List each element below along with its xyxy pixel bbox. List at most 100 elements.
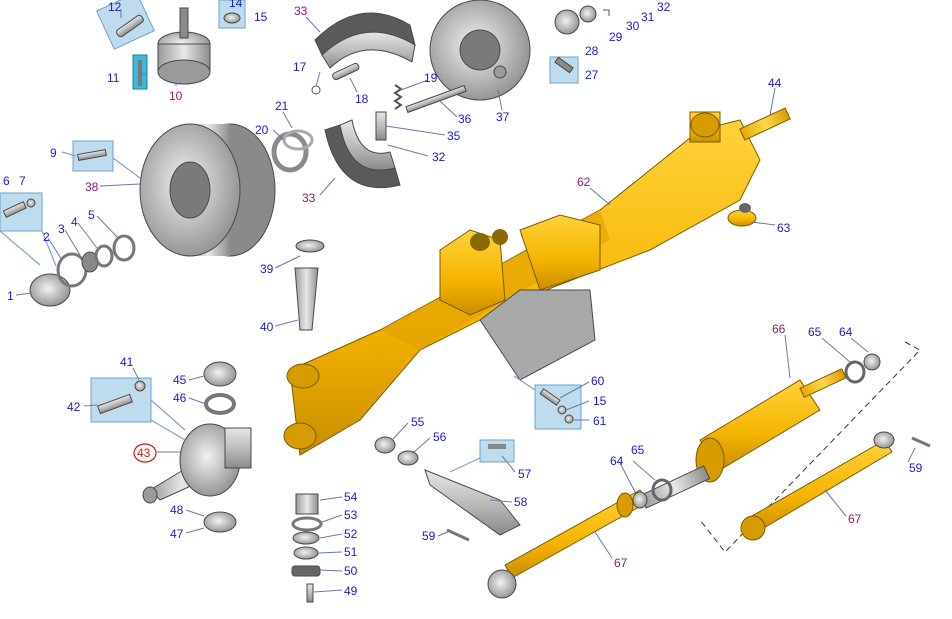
callout-64-upper[interactable]: 64 — [839, 325, 853, 339]
bolt-6-7-highlight-box — [0, 192, 43, 232]
callout-19[interactable]: 19 — [424, 71, 438, 85]
callout-47[interactable]: 47 — [170, 527, 184, 541]
stud-9-icon — [77, 149, 107, 161]
nut-64-lower-icon — [632, 491, 648, 509]
callout-33-lower[interactable]: 33 — [302, 191, 316, 205]
callout-51[interactable]: 51 — [344, 545, 358, 559]
cotter-pin-59-lower-icon — [446, 528, 470, 542]
brake-shoe-33-upper-icon — [314, 12, 416, 69]
callout-21[interactable]: 21 — [275, 99, 289, 113]
callout-15[interactable]: 15 — [254, 10, 268, 24]
callout-43-text[interactable]: 43 — [137, 446, 151, 460]
callout-38[interactable]: 38 — [85, 180, 99, 194]
bearing-47-48-icon — [203, 511, 237, 533]
callout-62[interactable]: 62 — [577, 175, 591, 189]
callout-45[interactable]: 45 — [173, 373, 187, 387]
power-cylinder-66-icon — [695, 368, 847, 483]
ring-65-lower-icon — [651, 478, 673, 502]
callout-66[interactable]: 66 — [772, 322, 786, 336]
callout-41[interactable]: 41 — [120, 355, 134, 369]
callout-15-lower[interactable]: 15 — [593, 394, 607, 408]
callout-42[interactable]: 42 — [67, 400, 81, 414]
callout-49[interactable]: 49 — [344, 584, 358, 598]
callout-59-lower[interactable]: 59 — [422, 529, 436, 543]
callout-27[interactable]: 27 — [585, 68, 599, 82]
callout-67-upper[interactable]: 67 — [848, 512, 862, 526]
callout-20[interactable]: 20 — [255, 123, 269, 137]
brake-chamber-10-icon — [157, 7, 211, 85]
king-pin-40-icon — [294, 267, 319, 331]
fitting-27-icon — [554, 56, 574, 74]
callout-59-upper[interactable]: 59 — [909, 461, 923, 475]
callout-60[interactable]: 60 — [591, 374, 605, 388]
callout-labels: 12 14 15 33 30 31 32 11 10 17 18 19 28 2… — [3, 0, 923, 598]
callout-55[interactable]: 55 — [411, 415, 425, 429]
callout-43[interactable]: 43 — [133, 443, 157, 463]
pin-57-icon — [488, 444, 506, 449]
callout-64-lower[interactable]: 64 — [610, 454, 624, 468]
washer-7-icon — [26, 198, 36, 208]
washer-15-icon — [223, 12, 241, 24]
washer-56-icon — [397, 450, 419, 466]
callout-2[interactable]: 2 — [43, 230, 50, 244]
spring-clip-17-icon — [311, 85, 321, 95]
callout-6[interactable]: 6 — [3, 174, 10, 188]
callout-56[interactable]: 56 — [433, 430, 447, 444]
spring-19-icon — [393, 84, 403, 110]
callout-11[interactable]: 11 — [107, 71, 120, 85]
callout-17[interactable]: 17 — [293, 60, 307, 74]
hub-cap-1-icon — [29, 273, 71, 307]
pin-18-icon — [332, 62, 360, 81]
camshaft-36-icon — [405, 84, 467, 114]
callout-32-upper[interactable]: 32 — [657, 0, 671, 14]
callout-52[interactable]: 52 — [344, 527, 358, 541]
steering-arm-58-icon — [424, 469, 521, 536]
ring-5-icon — [112, 234, 136, 262]
callout-30[interactable]: 30 — [626, 19, 640, 33]
callout-28[interactable]: 28 — [585, 44, 599, 58]
callout-44[interactable]: 44 — [768, 76, 782, 90]
callout-31[interactable]: 31 — [641, 10, 655, 24]
backing-plate-37-icon — [429, 0, 531, 101]
callout-35[interactable]: 35 — [447, 129, 461, 143]
callout-63[interactable]: 63 — [777, 221, 791, 235]
callout-61[interactable]: 61 — [593, 414, 607, 428]
bolt-6-icon — [2, 201, 27, 219]
callout-1[interactable]: 1 — [7, 289, 14, 303]
callout-4[interactable]: 4 — [71, 215, 78, 229]
callout-36[interactable]: 36 — [458, 112, 472, 126]
washer-15-lower-icon — [557, 405, 567, 415]
callout-12[interactable]: 12 — [108, 0, 122, 14]
callout-10[interactable]: 10 — [169, 89, 183, 103]
callout-65-upper[interactable]: 65 — [808, 325, 822, 339]
callout-32-lower[interactable]: 32 — [432, 150, 446, 164]
callout-33-upper[interactable]: 33 — [294, 4, 308, 18]
tie-rod-67-lower-icon — [487, 465, 711, 599]
callout-67-lower[interactable]: 67 — [614, 556, 628, 570]
callout-9[interactable]: 9 — [50, 146, 57, 160]
ring-65-upper-icon — [844, 360, 866, 384]
adjuster-35-icon — [375, 111, 387, 141]
shim-stack-49-54-icon — [291, 493, 323, 603]
callout-18[interactable]: 18 — [355, 92, 369, 106]
cotter-pin-59-upper-icon — [911, 436, 931, 448]
callout-58[interactable]: 58 — [514, 495, 528, 509]
callout-3[interactable]: 3 — [58, 222, 65, 236]
callout-5[interactable]: 5 — [88, 208, 95, 222]
pin-57-highlight-box — [479, 439, 515, 463]
callout-7[interactable]: 7 — [19, 174, 26, 188]
callout-29[interactable]: 29 — [609, 30, 623, 44]
callout-57[interactable]: 57 — [518, 467, 532, 481]
callout-50[interactable]: 50 — [344, 564, 358, 578]
callout-53[interactable]: 53 — [344, 508, 358, 522]
callout-48[interactable]: 48 — [170, 503, 184, 517]
callout-65-lower[interactable]: 65 — [631, 443, 645, 457]
callout-40[interactable]: 40 — [260, 320, 274, 334]
callout-46[interactable]: 46 — [173, 391, 187, 405]
callout-54[interactable]: 54 — [344, 490, 358, 504]
callout-14[interactable]: 14 — [229, 0, 243, 10]
callout-39[interactable]: 39 — [260, 262, 274, 276]
callout-37[interactable]: 37 — [496, 110, 510, 124]
bushing-28-icon — [554, 9, 580, 35]
